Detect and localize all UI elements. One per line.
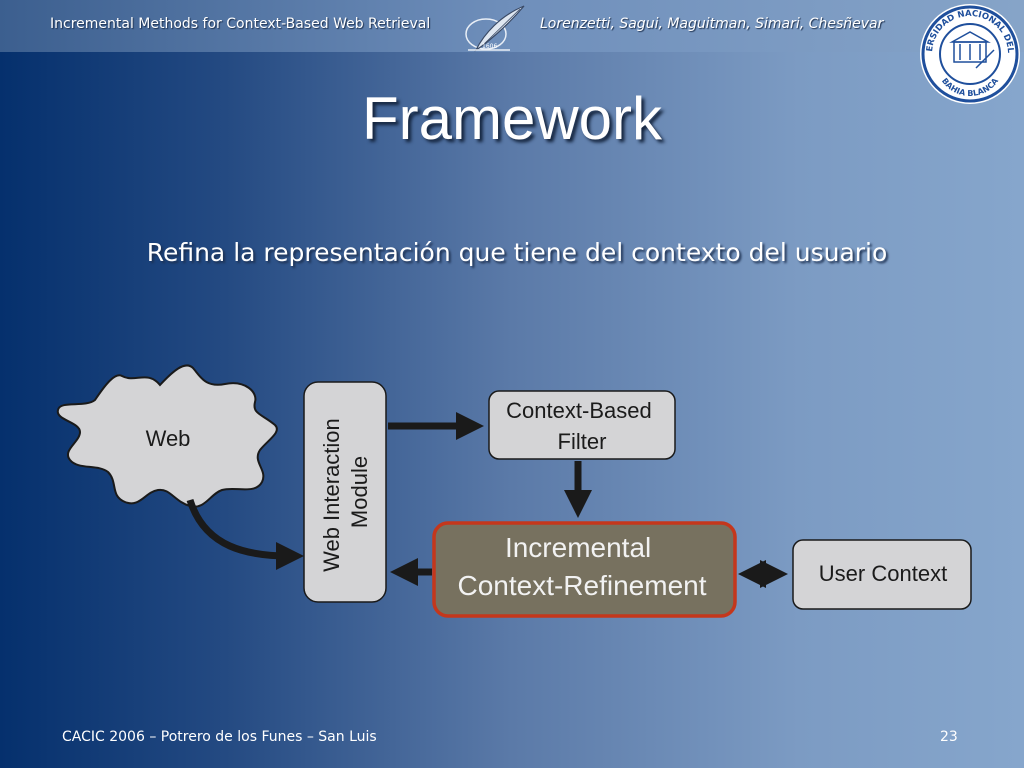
- refinement-line1: Incremental: [505, 532, 651, 563]
- quill-logo-icon: 1606: [465, 5, 525, 52]
- filter-line1: Context-Based: [506, 398, 652, 423]
- user-context-label: User Context: [819, 561, 947, 586]
- header-authors: Lorenzetti, Sagui, Maguitman, Simari, Ch…: [540, 16, 884, 32]
- footer-conference: CACIC 2006 – Potrero de los Funes – San …: [62, 729, 377, 745]
- refinement-line2: Context-Refinement: [457, 570, 706, 601]
- quill-logo-text: 1606: [482, 43, 497, 50]
- web-label: Web: [146, 426, 191, 451]
- user-context-box: [792, 539, 972, 610]
- slide-title: Framework: [361, 85, 663, 152]
- web-interaction-module-box: [303, 381, 387, 603]
- header-bar: [0, 0, 1024, 52]
- footer-page-number: 23: [940, 729, 958, 745]
- header-presentation-title: Incremental Methods for Context-Based We…: [50, 16, 431, 32]
- filter-line2: Filter: [558, 429, 607, 454]
- web-module-line1: Web Interaction: [319, 418, 344, 572]
- web-cloud-shape: [56, 364, 278, 508]
- context-based-filter-box: [488, 390, 676, 460]
- web-interaction-module-label: Web Interaction Module: [319, 412, 372, 572]
- incremental-context-refinement-label: Incremental Context-Refinement: [457, 532, 706, 601]
- context-based-filter-label: Context-Based Filter: [506, 398, 658, 454]
- web-module-line2: Module: [347, 456, 372, 528]
- university-seal-icon: UNIVERSIDAD NACIONAL DEL SUR BAHIA BLANC…: [918, 2, 1020, 104]
- slide-subtitle: Refina la representación que tiene del c…: [146, 238, 888, 267]
- incremental-context-refinement-box: [432, 521, 737, 618]
- arrow-web-to-module: [186, 498, 304, 570]
